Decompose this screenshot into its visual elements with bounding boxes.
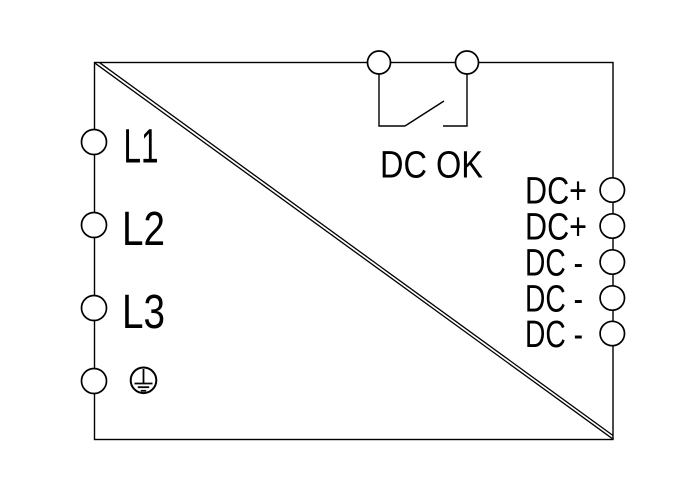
label-l2: L2 [122,203,165,256]
terminal-circle-l2 [80,211,108,239]
relay-terminal-circle-2 [454,50,480,75]
label-dc-minus-3: DC - [525,314,583,356]
terminal-circle-dc-plus-1 [599,176,626,204]
terminal-circle-dc-minus-2 [599,284,626,312]
label-dc-plus-1: DC+ [525,171,587,213]
label-dc-minus-1: DC - [525,243,583,285]
relay-contact-symbol [378,74,468,127]
terminal-circle-l1 [80,128,108,156]
terminal-circle-dc-minus-1 [599,248,626,276]
label-dc-plus-2: DC+ [525,207,587,249]
label-l1: L1 [124,121,159,174]
label-dc-minus-2: DC - [525,279,583,321]
terminal-circle-dc-plus-2 [599,212,626,240]
terminal-circle-dc-minus-3 [599,320,626,347]
label-dc-ok: DC OK [380,145,483,187]
terminal-circle-earth [80,367,108,395]
relay-terminal-circle-1 [366,50,392,75]
label-l3: L3 [122,286,165,339]
diagonal-stripe [94,62,614,440]
terminal-circle-l3 [80,294,108,322]
protective-earth-icon [129,366,158,395]
